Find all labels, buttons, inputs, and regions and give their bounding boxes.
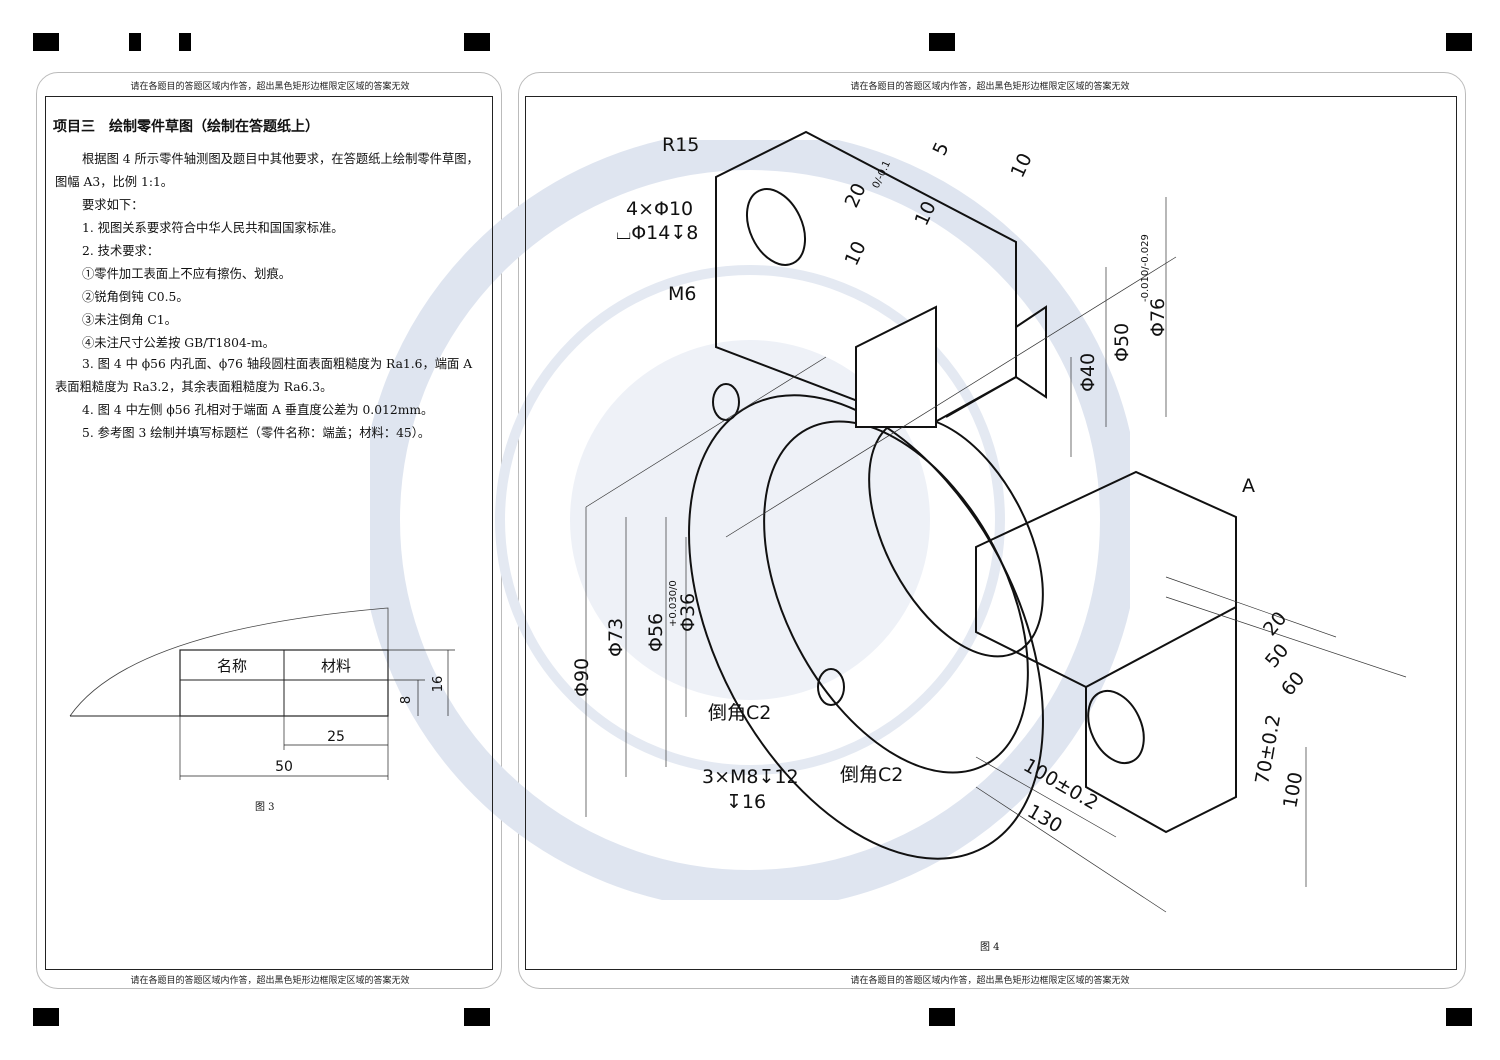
label-20b: 20	[1259, 608, 1291, 641]
figure-4-caption: 图 4	[980, 942, 1000, 953]
header-note: 请在各题目的答题区域内作答，超出黑色矩形边框限定区域的答案无效	[850, 82, 1130, 92]
dim-50: 50	[275, 759, 293, 775]
figure-3-caption: 图 3	[255, 802, 275, 813]
label-chamfer-c2: 倒角C2	[840, 764, 903, 786]
dim-25: 25	[327, 729, 345, 745]
paragraph: 2. 技术要求：	[82, 244, 160, 258]
paragraph: ③未注倒角 C1。	[82, 313, 177, 327]
label-100b: 100	[1279, 770, 1307, 810]
label-phi56: Φ56	[645, 613, 667, 652]
footer-note: 请在各题目的答题区域内作答，超出黑色矩形边框限定区域的答案无效	[130, 976, 410, 986]
paragraph: 1. 视图关系要求符合中华人民共和国国家标准。	[82, 221, 344, 235]
label-phi36: Φ36	[677, 593, 699, 632]
label-10b: 10	[911, 198, 941, 229]
paragraph: 3. 图 4 中 ϕ56 内孔面、ϕ76 轴段圆柱面表面粗糙度为 Ra1.6，端…	[55, 357, 473, 394]
paragraph: 根据图 4 所示零件轴测图及题目中其他要求，在答题纸上绘制零件草图，图幅 A3，…	[55, 152, 479, 189]
label-chamfer-c2: 倒角C2	[708, 702, 771, 724]
footer-note: 请在各题目的答题区域内作答，超出黑色矩形边框限定区域的答案无效	[850, 976, 1130, 986]
label-70: 70±0.2	[1251, 713, 1285, 786]
label-phi76: Φ76	[1147, 298, 1169, 337]
label-phi50: Φ50	[1111, 323, 1133, 362]
column-material-label: 材料	[321, 657, 351, 675]
registration-mark	[929, 1008, 955, 1026]
registration-mark	[1446, 33, 1472, 51]
right-sheet	[518, 72, 1466, 989]
label-phi56-tolerance: +0.030/0	[668, 580, 679, 627]
label-10c: 10	[841, 238, 871, 269]
registration-mark	[464, 33, 490, 51]
label-m6: M6	[668, 283, 696, 305]
label-20: 20	[841, 180, 871, 211]
label-5: 5	[929, 139, 954, 159]
header-note: 请在各题目的答题区域内作答，超出黑色矩形边框限定区域的答案无效	[130, 82, 410, 92]
label-phi76-tolerance: -0.010/-0.029	[1140, 234, 1151, 302]
label-50: 50	[1261, 640, 1293, 673]
label-10a: 10	[1007, 150, 1037, 181]
paragraph: ②锐角倒钝 C0.5。	[82, 290, 189, 304]
label-r15: R15	[662, 134, 699, 156]
dim-16: 16	[431, 676, 446, 693]
label-20-tolerance: 0/-0.1	[871, 159, 893, 190]
label-phi40: Φ40	[1077, 353, 1099, 392]
registration-mark	[33, 1008, 59, 1026]
paragraph: 5. 参考图 3 绘制并填写标题栏（零件名称：端盖；材料：45）。	[82, 426, 431, 440]
figure-3-title-block: 名称 材料 8 16 25 50	[69, 607, 455, 780]
label-thread-depth: ↧16	[726, 791, 766, 813]
registration-mark	[179, 33, 191, 51]
label-thread: 3×M8↧12	[702, 766, 799, 788]
registration-mark	[929, 33, 955, 51]
label-phi90: Φ90	[571, 658, 593, 697]
label-4-holes: 4×Φ10	[626, 198, 693, 220]
paragraph: 要求如下：	[82, 198, 144, 212]
label-phi73: Φ73	[605, 618, 627, 657]
paragraph: ①零件加工表面上不应有擦伤、划痕。	[82, 267, 292, 281]
figure-4-isometric-drawing: R15 5 10 20 0/-0.1 4×Φ10 ⌴Φ14↧8 10 10 M6…	[571, 130, 1407, 913]
watermark-seal	[370, 140, 1130, 900]
registration-mark	[1446, 1008, 1472, 1026]
right-answer-frame	[525, 96, 1457, 970]
label-a: A	[1242, 475, 1255, 497]
label-counterbore: ⌴Φ14↧8	[616, 222, 698, 244]
paragraph: ④未注尺寸公差按 GB/T1804-m。	[82, 336, 275, 350]
column-name-label: 名称	[217, 657, 247, 675]
section-title: 项目三 绘制零件草图（绘制在答题纸上）	[53, 119, 319, 135]
registration-mark	[129, 33, 141, 51]
left-answer-frame	[45, 96, 493, 970]
registration-mark	[33, 33, 59, 51]
label-60: 60	[1277, 668, 1309, 701]
registration-mark	[464, 1008, 490, 1026]
paragraph: 4. 图 4 中左侧 ϕ56 孔相对于端面 A 垂直度公差为 0.012mm。	[82, 403, 434, 417]
dim-8: 8	[399, 696, 414, 704]
